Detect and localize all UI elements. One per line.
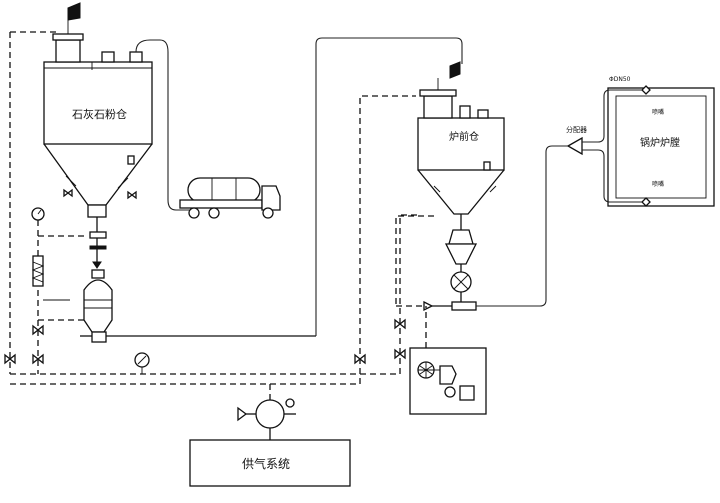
flag-icon [67,2,81,21]
furnace-front-silo: 炉前仓 [417,61,505,215]
silo-feeder [89,217,107,269]
air-supply-box [189,439,351,487]
conveying-pipe-2: 分配器 [476,125,587,307]
limestone-silo-label: 石灰石粉仓 [72,107,127,121]
nozzle-top-label: 喷嘴 [652,108,664,116]
air-filter [32,255,44,287]
left-pump-vessel [80,269,316,343]
silo-discharge [395,214,478,312]
valve-icon [394,348,406,360]
pipe-spec-label: ΦDN50 [609,76,631,83]
conveying-pipe-1 [315,37,463,336]
air-header [10,95,420,400]
air-supply-unit: 供气系统 [189,398,351,487]
valve-icon [32,324,44,336]
valve-icon [354,353,366,365]
flag-icon [449,61,461,79]
dust-collector [55,39,81,63]
boiler-furnace-label: 锅炉炉膛 [640,136,680,149]
tanker-truck [135,39,281,219]
valve-icon [4,353,16,365]
nozzle-icon [641,85,651,95]
valve-icon [32,353,44,365]
valve-icon [394,318,406,330]
distributor-label: 分配器 [566,125,587,134]
left-air-branch [4,31,137,374]
nozzle-icon [641,197,651,207]
distributor-icon [566,136,583,156]
boiler-furnace: ΦDN50 喷嘴 喷嘴 锅炉炉膛 [582,76,715,207]
furnace-front-silo-label: 炉前仓 [449,130,479,143]
air-supply-label: 供气系统 [242,456,290,471]
blower-unit [409,306,487,415]
limestone-silo: 石灰石粉仓 [43,2,153,218]
pressure-gauge-icon [285,398,295,408]
nozzle-bottom-label: 喷嘴 [652,180,664,188]
